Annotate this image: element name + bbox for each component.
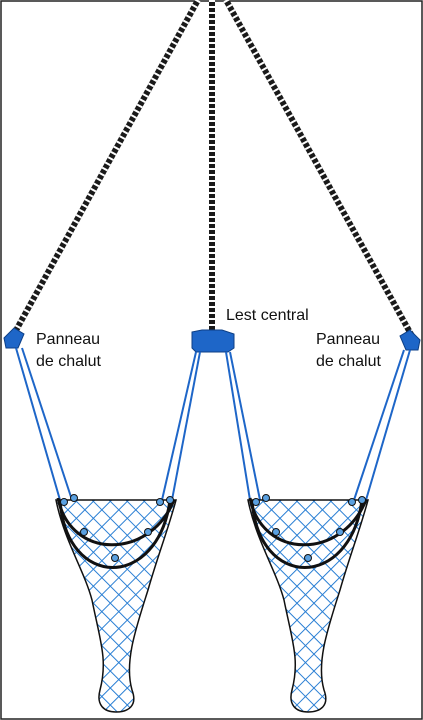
right-net-body	[247, 499, 369, 713]
right-door-label-line2: de chalut	[316, 353, 381, 370]
left-headline	[56, 497, 176, 547]
bridles	[15, 347, 411, 501]
right-trawl-net	[247, 494, 369, 713]
right-door-label-line1: Panneau	[316, 331, 380, 348]
left-door-label-line1: Panneau	[36, 331, 100, 348]
central-weight-label: Lest central	[226, 307, 309, 324]
left-trawl-door	[3, 327, 25, 349]
right-net-floats	[252, 494, 366, 562]
left-warp-cable	[11, 0, 201, 336]
left-footrope	[58, 499, 172, 569]
left-net-floats	[60, 494, 174, 562]
right-headline	[248, 497, 368, 547]
warp-cables	[11, 0, 415, 338]
right-warp-cable	[223, 0, 415, 338]
right-trawl-door	[399, 329, 421, 351]
left-net-body	[55, 499, 177, 713]
central-weight	[191, 329, 235, 353]
left-trawl-net	[55, 494, 177, 713]
left-door-label-line2: de chalut	[36, 353, 101, 370]
right-footrope	[250, 499, 364, 569]
